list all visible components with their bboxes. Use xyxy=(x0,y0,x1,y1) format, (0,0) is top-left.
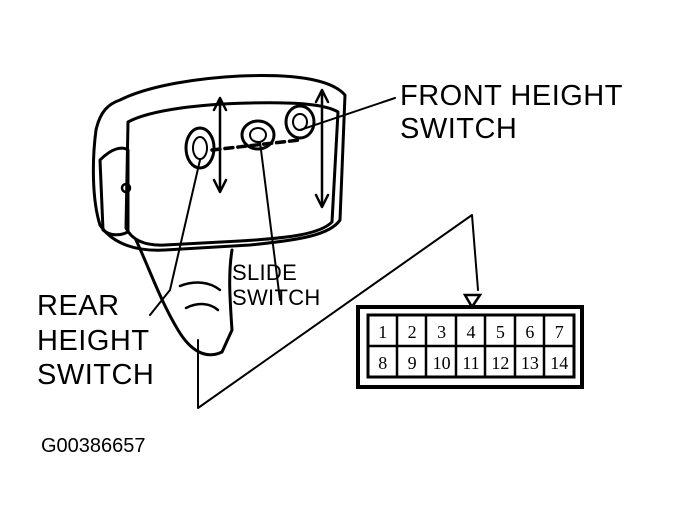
connector-key-arrow-icon xyxy=(462,293,483,310)
rear-height-switch-label-line3: SWITCH xyxy=(37,359,155,391)
front-switch-knob xyxy=(284,104,316,140)
connector-pin-9: 9 xyxy=(408,353,417,373)
harness-wire xyxy=(197,214,479,409)
connector-pin-8: 8 xyxy=(378,353,387,373)
connector-pin-11: 11 xyxy=(462,353,479,373)
slide-switch-knob xyxy=(240,119,276,151)
connector-pin-13: 13 xyxy=(521,353,539,373)
front-switch-leader xyxy=(299,97,396,131)
connector-pin-5: 5 xyxy=(496,322,505,342)
connector-pin-14: 14 xyxy=(550,353,568,373)
figure-id: G00386657 xyxy=(41,435,146,457)
connector-pin-3: 3 xyxy=(437,322,446,342)
slide-switch-label-line2: SWITCH xyxy=(232,285,321,310)
handle-grip xyxy=(134,238,234,357)
connector-pin-1: 1 xyxy=(378,322,387,342)
connector-pin-6: 6 xyxy=(525,322,534,342)
rear-switch-knob xyxy=(184,126,216,170)
switch-face-panel xyxy=(124,101,340,247)
front-height-switch-label-line1: FRONT HEIGHT xyxy=(400,80,623,112)
connector-pin-4: 4 xyxy=(467,322,476,342)
slide-switch-label-line1: SLIDE xyxy=(232,260,298,285)
slide-switch-leader xyxy=(259,141,281,301)
connector-pin-2: 2 xyxy=(408,322,417,342)
connector-body xyxy=(356,305,584,389)
rear-height-switch-label-line1: REAR xyxy=(37,290,120,322)
bracket-hole xyxy=(120,182,132,194)
rear-switch-leader xyxy=(149,159,201,316)
connector-pin-7: 7 xyxy=(555,322,564,342)
connector-pin-12: 12 xyxy=(491,353,509,373)
toggle-arrows-icon xyxy=(210,138,302,152)
connector-pin-10: 10 xyxy=(433,353,451,373)
mounting-bracket xyxy=(98,146,130,237)
front-height-switch-label-line2: SWITCH xyxy=(400,113,518,145)
switch-housing-icon xyxy=(91,74,347,252)
rear-height-switch-label-line2: HEIGHT xyxy=(37,325,150,357)
